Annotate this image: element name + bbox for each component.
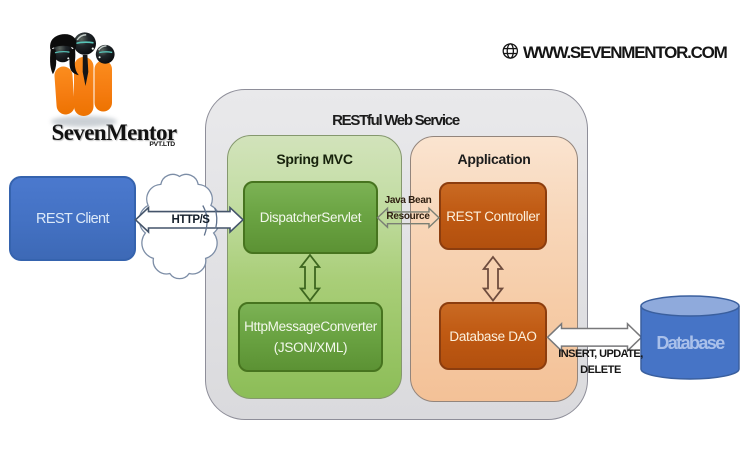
svg-text:Database: Database xyxy=(656,333,725,353)
